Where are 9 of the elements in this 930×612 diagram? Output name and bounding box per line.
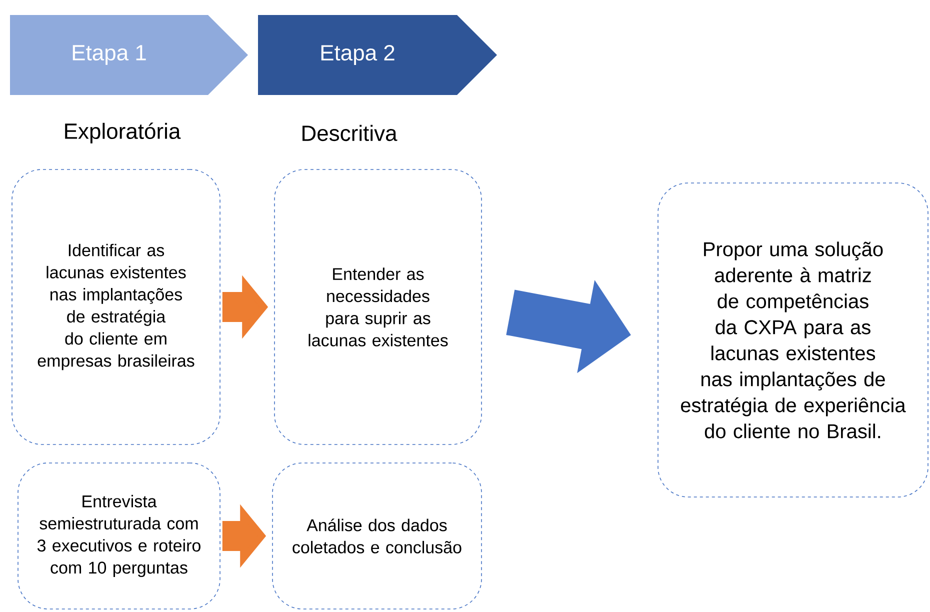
column-heading: Exploratória (65, 122, 181, 144)
step-chevron: Etapa 1 (10, 15, 248, 95)
process-box: Análise dos dados coletados e conclusão (272, 462, 482, 610)
process-box: Identificar as lacunas existentes nas implantações de estratégia do cliente em empresas brasileiras (12, 169, 220, 445)
step-chevron: Etapa 2 (258, 15, 497, 95)
column-heading: Descritiva (302, 124, 398, 142)
process-box: Entender as necessidades para suprir as lacunas existentes (274, 169, 482, 445)
process-box: Entrevista semiestruturada com 3 executivos e roteiro com 10 perguntas (18, 462, 220, 610)
process-box: Propor uma solução aderente à matriz de competências da CXPA para as lacunas existentes nas implantações de estratégia de experiência do cliente no Brasil. (658, 182, 928, 498)
